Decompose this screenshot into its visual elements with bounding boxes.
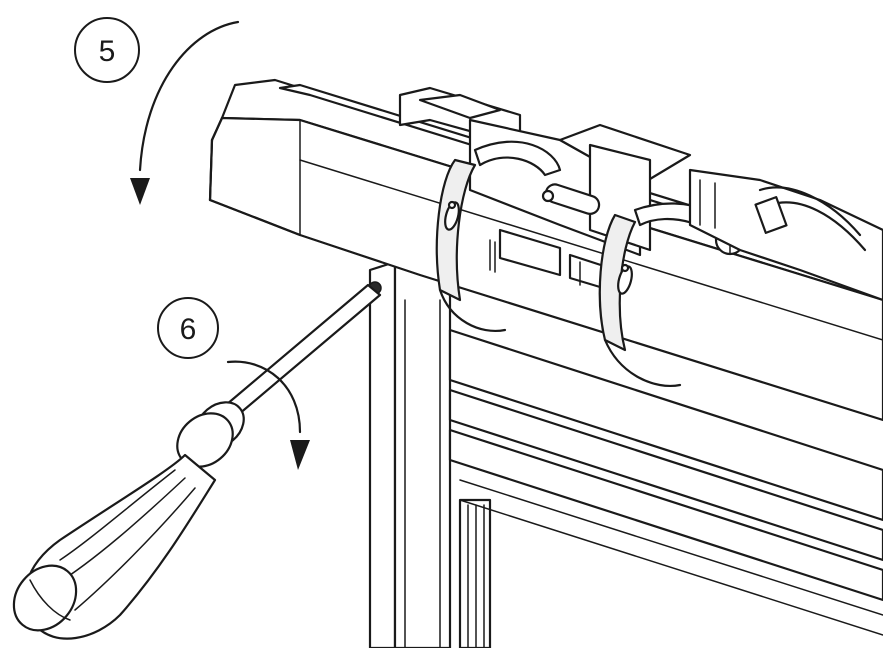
rotate-counterclockwise-arrow-icon xyxy=(130,20,240,205)
step-5-label: 5 xyxy=(99,35,116,68)
screwdriver-icon xyxy=(12,283,382,640)
rotate-clockwise-arrow-icon xyxy=(226,360,310,470)
step-5-marker: 5 xyxy=(74,17,140,83)
step-6-marker: 6 xyxy=(157,297,219,359)
clamp-ring-left xyxy=(435,140,562,333)
step-6-label: 6 xyxy=(180,313,197,346)
end-mechanism xyxy=(688,168,883,302)
vertical-post xyxy=(368,260,492,648)
lower-rails xyxy=(448,328,883,636)
